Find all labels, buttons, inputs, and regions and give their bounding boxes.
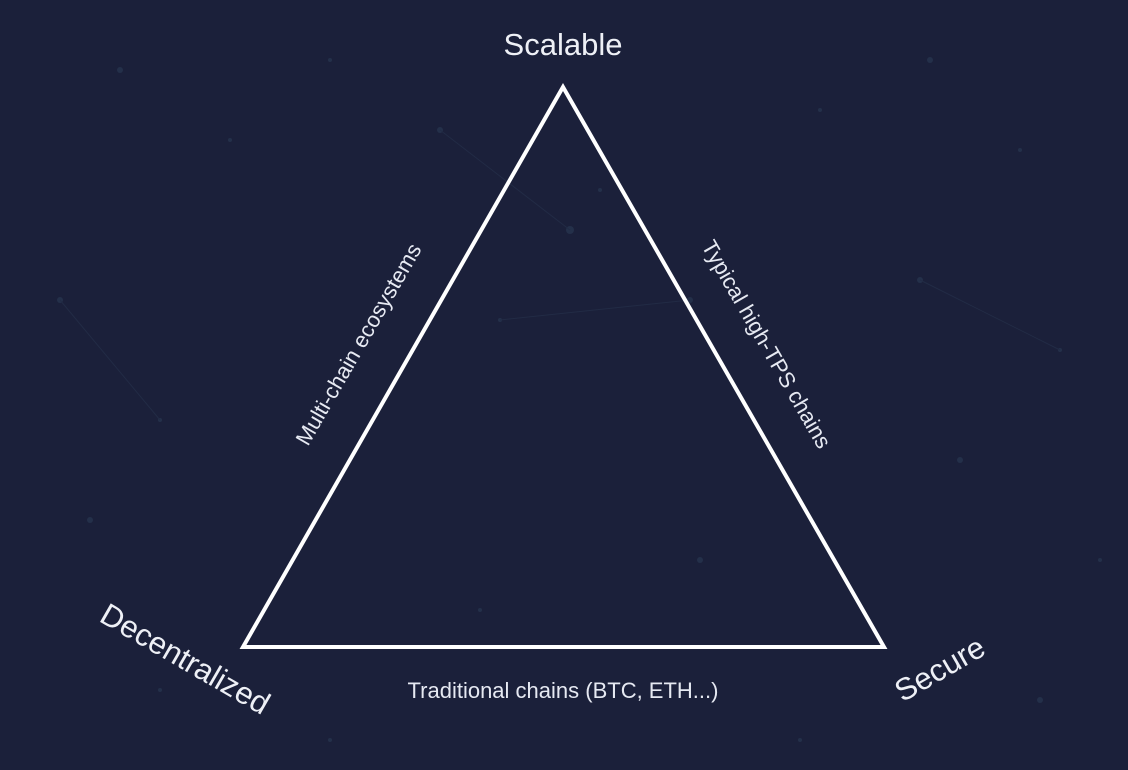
background-dots [57, 57, 1102, 742]
vertex-label-right: Secure [888, 629, 991, 708]
edge-label-left: Multi-chain ecosystems [291, 239, 427, 450]
vertex-label-top: Scalable [504, 27, 623, 62]
vertex-label-left: Decentralized [94, 596, 276, 721]
edge-label-right: Typical high-TPS chains [697, 236, 837, 453]
edge-label-bottom: Traditional chains (BTC, ETH...) [408, 678, 719, 703]
trilemma-triangle [239, 82, 888, 649]
